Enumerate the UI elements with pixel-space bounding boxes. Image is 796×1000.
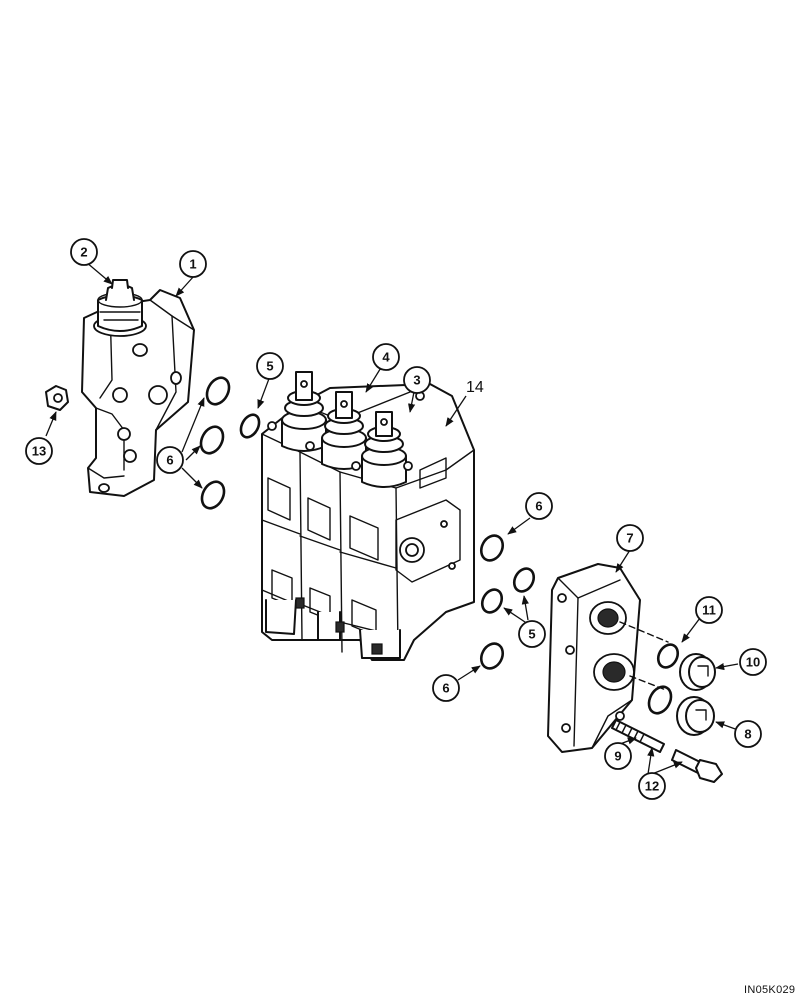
callout-number: 9 (614, 749, 621, 764)
callout-number: 6 (535, 499, 542, 514)
callout-circle (734, 720, 762, 748)
callout-6: 6 (432, 674, 460, 702)
callout-8: 8 (734, 720, 762, 748)
callout-2: 2 (70, 238, 98, 266)
callout-12: 12 (638, 772, 666, 800)
callout-number: 2 (80, 245, 87, 260)
callout-number: 11 (702, 603, 716, 618)
callout-4: 4 (372, 343, 400, 371)
inlet-section (81, 289, 195, 497)
callout-circle (70, 238, 98, 266)
callout-number: 12 (645, 779, 659, 794)
plug-lower (676, 696, 715, 736)
callout-9: 9 (604, 742, 632, 770)
callout-number: 10 (746, 655, 760, 670)
callout-7: 7 (616, 524, 644, 552)
o-rings-right (479, 534, 536, 670)
callout-circle (156, 446, 184, 474)
spool-3 (361, 411, 407, 488)
callout-circle (403, 366, 431, 394)
callout-10: 10 (739, 648, 767, 676)
callout-5: 5 (256, 352, 284, 380)
callout-number: 3 (413, 373, 420, 388)
callout-14: 14 (466, 379, 484, 396)
callout-13: 13 (25, 437, 53, 465)
callout-circle (638, 772, 666, 800)
spool-1 (281, 371, 327, 452)
callout-5: 5 (518, 620, 546, 648)
valve-stack (261, 371, 475, 661)
callout-11: 11 (695, 596, 723, 624)
callout-6: 6 (156, 446, 184, 474)
callout-1: 1 (179, 250, 207, 278)
callout-number: 1 (189, 257, 196, 272)
callout-6: 6 (525, 492, 553, 520)
callout-number: 6 (442, 681, 449, 696)
callout-number: 6 (166, 453, 173, 468)
plug-upper (679, 653, 716, 691)
callout-circle (179, 250, 207, 278)
drawing-code: IN05K029 (744, 984, 795, 996)
stud (611, 719, 665, 753)
callout-number: 5 (266, 359, 273, 374)
outlet-cover (547, 563, 669, 753)
callout-number: 13 (32, 444, 46, 459)
callout-number: 7 (626, 531, 633, 546)
callout-circle (604, 742, 632, 770)
callout-circle (739, 648, 767, 676)
o-rings-cover (647, 643, 680, 715)
callout-circle (518, 620, 546, 648)
callout-circle (616, 524, 644, 552)
callout-circle (372, 343, 400, 371)
relief-valve (97, 279, 143, 332)
callout-circle (432, 674, 460, 702)
callout-number: 4 (382, 350, 390, 365)
callout-circle (25, 437, 53, 465)
hex-nut (45, 385, 69, 411)
callout-circle (525, 492, 553, 520)
callout-circle (256, 352, 284, 380)
o-rings-left (199, 376, 261, 510)
callout-number: 5 (528, 627, 535, 642)
callout-number: 8 (744, 727, 751, 742)
callout-circle (695, 596, 723, 624)
spool-2 (321, 391, 367, 470)
cap-screw (671, 749, 723, 783)
callout-3: 3 (403, 366, 431, 394)
